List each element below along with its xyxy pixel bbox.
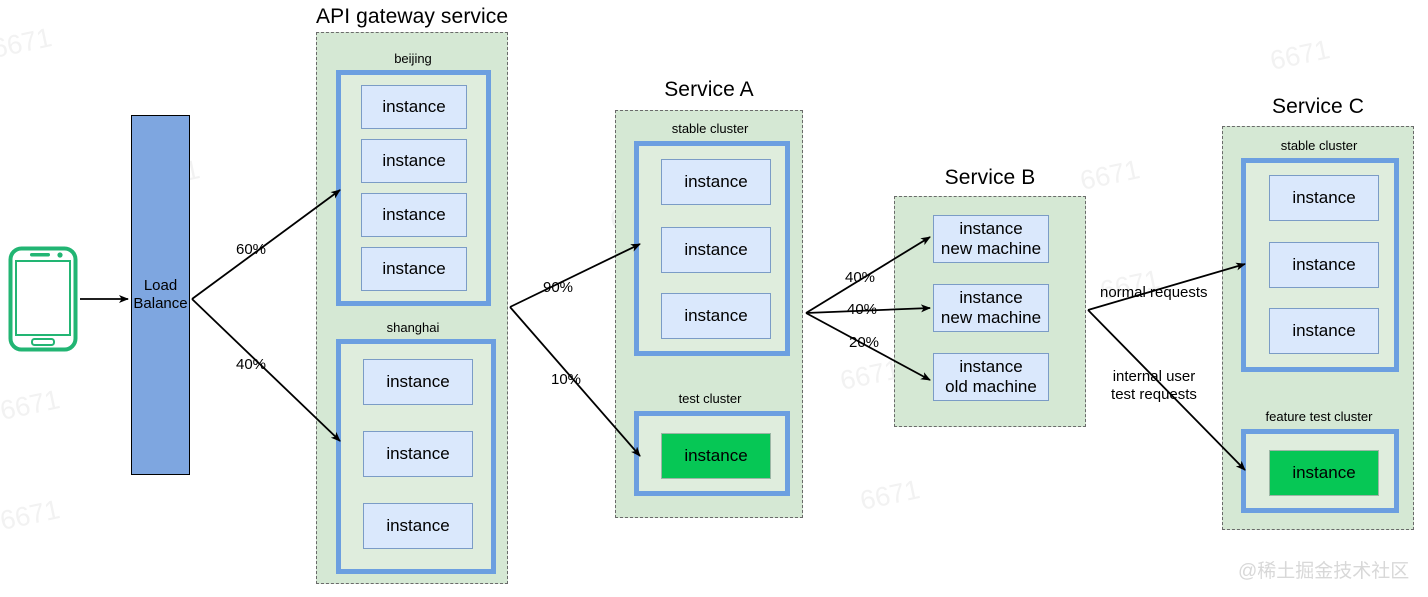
gateway-instance[interactable]: instance (361, 193, 467, 237)
service-b-instance[interactable]: instance old machine (933, 353, 1049, 401)
edge-label-internal-test-line1: internal user (1112, 368, 1196, 385)
service-a-instance[interactable]: instance (661, 293, 771, 339)
service-c-container: stable cluster instance instance instanc… (1222, 126, 1414, 530)
watermark-credit: @稀土掘金技术社区 (1238, 561, 1410, 582)
service-b-instance[interactable]: instance new machine (933, 215, 1049, 263)
gateway-instance[interactable]: instance (361, 85, 467, 129)
edge-label-internal-test-requests: internal user test requests (1104, 368, 1204, 404)
instance-label: instance (382, 205, 446, 225)
service-a-cluster-test: instance (634, 411, 790, 496)
instance-label: instance (1292, 255, 1356, 275)
instance-label: instance (959, 288, 1023, 308)
load-balance-label-line2: Balance (133, 295, 188, 312)
load-balance-label-line1: Load (143, 277, 178, 294)
instance-label: instance (382, 259, 446, 279)
instance-label: instance (386, 372, 450, 392)
service-a-test-instance[interactable]: instance (661, 433, 771, 479)
service-a-instance[interactable]: instance (661, 159, 771, 205)
watermark-bg: 6671 (857, 474, 923, 516)
gateway-title: API gateway service (316, 5, 509, 28)
service-c-instance[interactable]: instance (1269, 175, 1379, 221)
service-c-instance[interactable]: instance (1269, 242, 1379, 288)
gateway-cluster-shanghai: instance instance instance (336, 339, 496, 574)
instance-label: instance (1292, 188, 1356, 208)
instance-label: instance (382, 151, 446, 171)
service-a-instance[interactable]: instance (661, 227, 771, 273)
service-c-cluster-feature-test: instance (1241, 429, 1399, 513)
edge-label-a-b-3: 20% (849, 334, 880, 351)
instance-label: instance (959, 357, 1023, 377)
edge-label-a-b-2: 40% (847, 301, 878, 318)
service-c-test-instance[interactable]: instance (1269, 450, 1379, 496)
edge-label-lb-shanghai: 40% (236, 356, 267, 373)
instance-sublabel: new machine (940, 239, 1042, 258)
gateway-cluster-label-shanghai: shanghai (386, 320, 440, 335)
watermark-bg: 6671 (0, 22, 55, 64)
watermark-bg: 6671 (0, 384, 63, 426)
smartphone-icon (8, 246, 78, 352)
gateway-instance[interactable]: instance (361, 139, 467, 183)
edge-label-normal-requests: normal requests (1100, 284, 1208, 301)
service-b-instance[interactable]: instance new machine (933, 284, 1049, 332)
service-a-cluster-stable: instance instance instance (634, 141, 790, 356)
edge-label-gateway-test-a: 10% (551, 371, 582, 388)
service-a-cluster-label-test: test cluster (678, 391, 742, 406)
watermark-bg: 6671 (837, 354, 903, 396)
service-a-container: stable cluster instance instance instanc… (615, 110, 803, 518)
gateway-instance[interactable]: instance (363, 503, 473, 549)
instance-sublabel: new machine (940, 308, 1042, 327)
service-c-instance[interactable]: instance (1269, 308, 1379, 354)
instance-sublabel: old machine (945, 377, 1037, 396)
service-c-cluster-label-feature-test: feature test cluster (1265, 409, 1373, 424)
instance-label: instance (1292, 321, 1356, 341)
gateway-instance[interactable]: instance (363, 359, 473, 405)
load-balance-box[interactable]: Load Balance (131, 115, 190, 475)
gateway-cluster-beijing: instance instance instance instance (336, 70, 491, 306)
gateway-instance[interactable]: instance (363, 431, 473, 477)
instance-label: instance (959, 219, 1023, 239)
service-a-cluster-label-stable: stable cluster (671, 121, 749, 136)
watermark-bg: 6671 (1077, 154, 1143, 196)
service-c-cluster-label-stable: stable cluster (1280, 138, 1358, 153)
instance-label: instance (1292, 463, 1356, 483)
gateway-cluster-label-beijing: beijing (394, 51, 432, 66)
edge-label-lb-beijing: 60% (236, 241, 267, 258)
instance-label: instance (386, 516, 450, 536)
service-b-container: instance new machine instance new machin… (894, 196, 1086, 427)
watermark-bg: 6671 (0, 494, 63, 536)
gateway-container: beijing instance instance instance insta… (316, 32, 508, 584)
service-c-title: Service C (1272, 95, 1364, 118)
edge-label-a-b-1: 40% (845, 269, 876, 286)
instance-label: instance (684, 240, 748, 260)
service-c-cluster-stable: instance instance instance (1241, 158, 1399, 372)
service-a-title: Service A (664, 78, 754, 101)
edge-label-gateway-stable-a: 90% (543, 279, 574, 296)
instance-label: instance (386, 444, 450, 464)
watermark-bg: 6671 (1267, 34, 1333, 76)
edge-label-internal-test-line2: test requests (1111, 386, 1197, 403)
client-device (8, 246, 78, 352)
gateway-instance[interactable]: instance (361, 247, 467, 291)
service-b-title: Service B (944, 166, 1036, 189)
instance-label: instance (684, 172, 748, 192)
instance-label: instance (684, 446, 748, 466)
instance-label: instance (684, 306, 748, 326)
instance-label: instance (382, 97, 446, 117)
